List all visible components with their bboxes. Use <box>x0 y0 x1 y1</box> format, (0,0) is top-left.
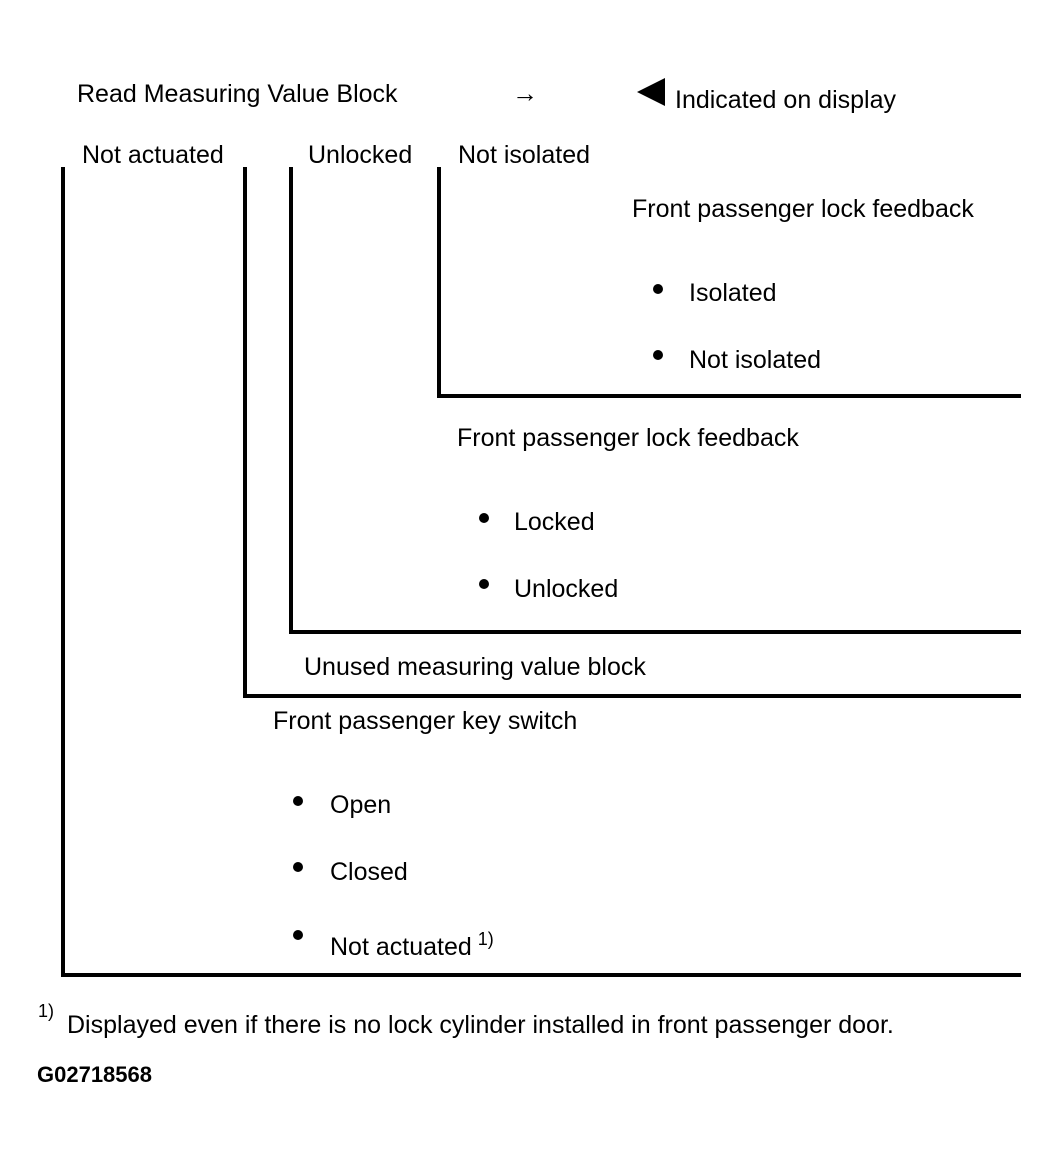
field-4-bracket-horizontal <box>437 394 1021 398</box>
field-1-bracket-horizontal <box>61 973 1021 977</box>
locked-option: Locked <box>514 508 595 536</box>
closed-option: Closed <box>330 858 408 886</box>
field-3-bracket-horizontal <box>289 630 1021 634</box>
not-actuated-option-label: Not actuated <box>330 933 472 961</box>
not-isolated-option: Not isolated <box>689 346 822 374</box>
field-2-value: Unlocked <box>308 141 413 169</box>
isolated-option: Isolated <box>689 279 777 307</box>
isolated-group-title: Front passenger lock feedback <box>632 195 974 223</box>
list-bullet <box>653 350 663 360</box>
field-1-bracket-vertical <box>61 167 65 977</box>
display-indicator-triangle-icon <box>637 78 665 106</box>
field-3-value: Not isolated <box>458 141 591 169</box>
list-bullet <box>293 930 303 940</box>
graphic-code: G02718568 <box>37 1062 152 1087</box>
unlocked-option: Unlocked <box>514 575 619 603</box>
list-bullet <box>293 796 303 806</box>
unused-block-label: Unused measuring value block <box>304 653 646 681</box>
open-option: Open <box>330 791 392 819</box>
indicated-on-display-label: Indicated on display <box>675 86 896 114</box>
footnote-marker: 1) <box>38 1001 55 1021</box>
list-bullet <box>479 513 489 523</box>
field-2-bracket-vertical <box>243 167 247 698</box>
read-measuring-value-block-label: Read Measuring Value Block <box>77 80 398 108</box>
field-4-bracket-vertical <box>437 167 441 398</box>
list-bullet <box>293 862 303 872</box>
footnote-text: Displayed even if there is no lock cylin… <box>67 1011 894 1039</box>
right-arrow-icon: → <box>512 78 538 108</box>
key-switch-group-title: Front passenger key switch <box>273 707 578 735</box>
field-2-bracket-horizontal <box>243 694 1021 698</box>
field-1-value: Not actuated <box>82 141 224 169</box>
footnote-reference: 1) <box>477 929 494 949</box>
locked-group-title: Front passenger lock feedback <box>457 424 799 452</box>
list-bullet <box>653 284 663 294</box>
field-3-bracket-vertical <box>289 167 293 634</box>
list-bullet <box>479 579 489 589</box>
